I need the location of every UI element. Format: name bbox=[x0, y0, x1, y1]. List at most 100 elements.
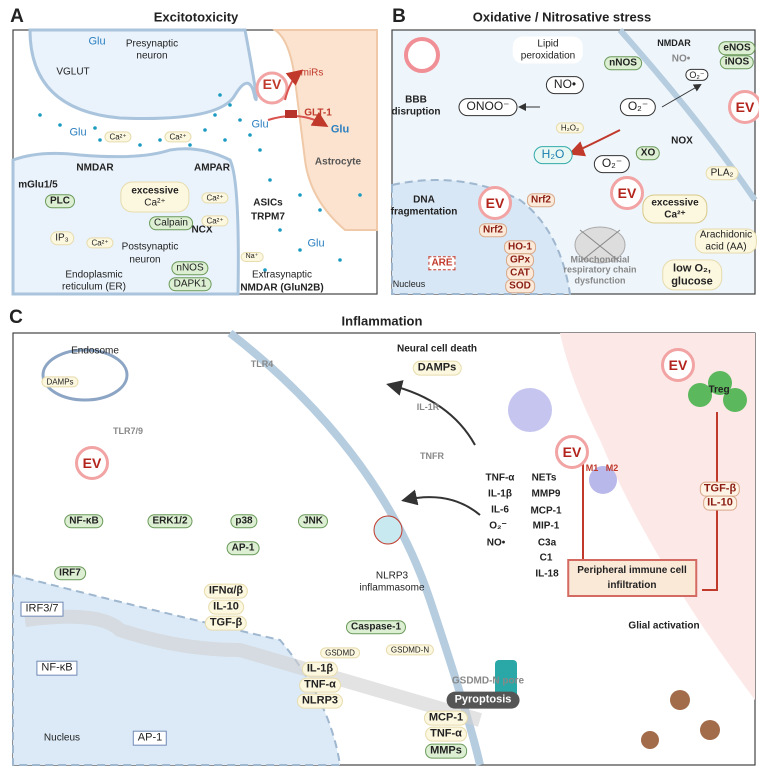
are-label: ARE bbox=[428, 256, 456, 270]
p38-label: p38 bbox=[230, 514, 258, 528]
pla2-label: PLA₂ bbox=[705, 166, 739, 180]
glu-label: Glu bbox=[307, 237, 325, 250]
tnfa-label: TNF-α bbox=[425, 726, 467, 742]
endosome-label: Endosome bbox=[71, 345, 119, 357]
disruption-label: disruption bbox=[391, 106, 441, 118]
m1-label: M1 bbox=[585, 462, 599, 473]
nucleus-label: Nucleus bbox=[43, 732, 81, 744]
trpm7-label: TRPM7 bbox=[251, 211, 285, 223]
blood-vessel-icon bbox=[404, 37, 440, 73]
sod-label: SOD bbox=[505, 279, 535, 293]
nlrp3-label: NLRP3 bbox=[375, 570, 409, 582]
ncx-label: NCX bbox=[191, 224, 213, 236]
peroxidation-label: peroxidation bbox=[520, 50, 576, 61]
endosome-icon bbox=[41, 348, 129, 402]
mirs-label: miRs bbox=[300, 67, 324, 79]
glial-cells-icon bbox=[641, 690, 720, 749]
ev-icon: EV bbox=[555, 435, 589, 469]
dna-label: DNA bbox=[413, 194, 435, 206]
inflammasome-icon bbox=[373, 515, 403, 545]
extrasynaptic-label: Extrasynaptic bbox=[251, 269, 313, 281]
glu-label: Glu bbox=[330, 123, 350, 136]
presynaptic-neuron bbox=[28, 28, 258, 120]
calcium-label: Ca²⁺ bbox=[104, 131, 132, 143]
gsdmd-pore-icon bbox=[495, 660, 517, 700]
nucleus-label: Nucleus bbox=[392, 278, 426, 289]
blood-vessel-region bbox=[560, 333, 755, 700]
gsdmd-n-label: GSDMD-N bbox=[385, 644, 435, 656]
mito-line: dysfunction bbox=[574, 275, 626, 286]
panel-a-letter: A bbox=[10, 6, 24, 28]
infiltration-label: infiltration bbox=[607, 580, 657, 591]
nlrp3-label: NLRP3 bbox=[296, 693, 344, 709]
xo-label: XO bbox=[635, 146, 661, 160]
nrf2-label: Nrf2 bbox=[478, 223, 508, 237]
cat-label: CAT bbox=[506, 266, 534, 280]
ev-icon: EV bbox=[661, 348, 695, 382]
tgfb-label: TGF-β bbox=[699, 481, 741, 497]
inflammasome-label: inflammasome bbox=[359, 582, 425, 593]
mediator-label: C1 bbox=[539, 552, 553, 564]
mediator-label: IL-18 bbox=[535, 568, 559, 580]
presynaptic-neuron-label: Presynaptic neuron bbox=[125, 38, 179, 62]
sodium-label: Na⁺ bbox=[240, 251, 264, 263]
ev-icon: EV bbox=[728, 90, 759, 124]
calcium-label: Ca²⁺ bbox=[144, 197, 166, 208]
glu-label: Glu bbox=[69, 126, 87, 139]
il1r-label: IL-1R bbox=[416, 401, 440, 412]
panel-c-title: Inflammation bbox=[341, 313, 423, 329]
ap1-box: AP-1 bbox=[132, 730, 168, 746]
low-o2-label: low O₂, bbox=[673, 262, 711, 275]
nmdar-label: NMDAR bbox=[657, 37, 691, 48]
mcp1-label: MCP-1 bbox=[423, 710, 469, 726]
ip3-label: IP₃ bbox=[50, 231, 74, 245]
excessive-label: excessive bbox=[131, 185, 179, 197]
low-oxygen-glucose-box: low O₂,glucose bbox=[662, 259, 722, 291]
ifn-label: IFNα/β bbox=[203, 583, 249, 599]
glu-label: Glu bbox=[88, 35, 106, 48]
neuron-label: neuron bbox=[129, 254, 161, 266]
er-label: reticulum (ER) bbox=[62, 281, 126, 293]
mediator-label: NO• bbox=[486, 537, 506, 549]
extrasynaptic-nmdar-label: NMDAR (GluN2B) bbox=[240, 282, 324, 294]
nox-label: NOX bbox=[671, 135, 693, 147]
gpx-label: GPx bbox=[505, 253, 535, 267]
vglut-label: VGLUT bbox=[56, 66, 90, 78]
macrophage-icon bbox=[589, 466, 617, 494]
plc-label: PLC bbox=[45, 194, 75, 208]
il1b-label: IL-1β bbox=[301, 661, 339, 677]
inos-label: iNOS bbox=[719, 55, 755, 69]
mediator-label: NETs bbox=[531, 472, 557, 484]
ev-label: EV bbox=[262, 75, 282, 92]
bbb-label: BBB bbox=[405, 94, 427, 106]
calcium-label: Ca²⁺ bbox=[201, 215, 229, 227]
erk-label: ERK1/2 bbox=[147, 514, 193, 528]
mediator-label: MIP-1 bbox=[532, 520, 560, 532]
peroxynitrite-box: ONOO⁻ bbox=[458, 98, 518, 116]
nnos-label: nNOS bbox=[171, 261, 209, 275]
calcium-label: Ca²⁺ bbox=[86, 237, 114, 249]
nmdar-label: NMDAR bbox=[76, 162, 114, 174]
mito-line: Mitochondrial bbox=[570, 254, 630, 265]
il10-label: IL-10 bbox=[208, 599, 244, 615]
superoxide-box: O₂⁻ bbox=[593, 155, 631, 173]
ev-icon: EV bbox=[478, 186, 512, 220]
postsynaptic-label: Postsynaptic bbox=[121, 241, 179, 253]
mglu-label: mGlu1/5 bbox=[18, 179, 58, 191]
glial-activation-label: Glial activation bbox=[628, 620, 700, 632]
ev-icon: EV bbox=[610, 176, 644, 210]
mito-line: respiratory chain bbox=[563, 264, 637, 275]
panel-a-title: Excitotoxicity bbox=[153, 9, 239, 25]
glutamate-dots bbox=[38, 93, 362, 272]
glucose-label: glucose bbox=[671, 275, 713, 287]
nfkb-label: NF-κB bbox=[64, 514, 104, 528]
mediator-label: C3a bbox=[537, 537, 557, 549]
ampar-label: AMPAR bbox=[194, 162, 230, 174]
dapk1-label: DAPK1 bbox=[168, 277, 212, 291]
nnos-label: nNOS bbox=[604, 56, 642, 70]
er-label: Endoplasmic bbox=[65, 269, 123, 281]
